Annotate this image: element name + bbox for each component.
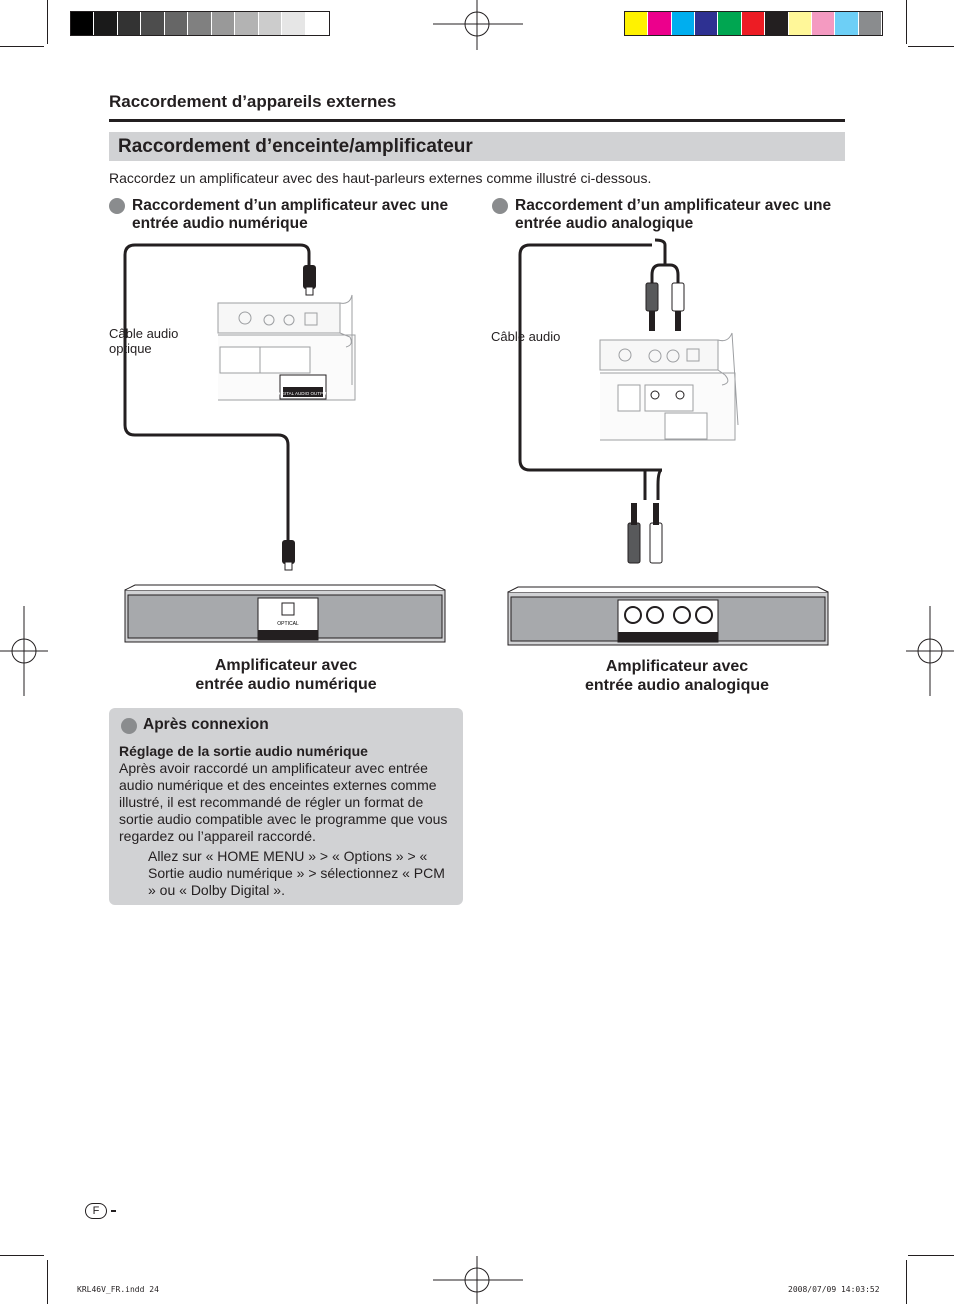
- digital-connection-diagram: DIGITAL AUDIO OUTPUT OPTICAL: [123, 243, 446, 643]
- page-language-marker: F: [85, 1203, 107, 1219]
- rca-plug-white-icon: [671, 282, 685, 331]
- calibration-swatch: [258, 12, 283, 35]
- calibration-swatch: [648, 12, 672, 35]
- intro-text: Raccordez un amplificateur avec des haut…: [109, 170, 652, 186]
- digital-output-port-label-bg: [283, 387, 323, 397]
- print-timestamp: 2008/07/09 14:03:52: [788, 1285, 880, 1294]
- calibration-swatch: [811, 12, 836, 35]
- amp-optical-port-label: OPTICAL: [277, 621, 299, 627]
- calibration-swatch: [625, 12, 649, 35]
- crop-mark: [47, 1260, 48, 1304]
- bullet-icon: [109, 198, 125, 214]
- calibration-swatch: [695, 12, 719, 35]
- bullet-icon: [492, 198, 508, 214]
- calibration-swatch: [282, 12, 306, 35]
- analog-amp-caption: Amplificateur avec entrée audio analogiq…: [547, 657, 807, 695]
- note-subtitle: Réglage de la sortie audio numérique: [119, 743, 368, 759]
- digital-amp-caption-line2: entrée audio numérique: [195, 676, 377, 693]
- digital-amp-caption-line1: Amplificateur avec: [214, 657, 358, 674]
- note-body: Après avoir raccordé un amplificateur av…: [119, 760, 448, 844]
- digital-heading: Raccordement d’un amplificateur avec une…: [132, 197, 449, 232]
- analog-amp-caption-line1: Amplificateur avec: [605, 658, 749, 675]
- optical-plug-icon: [303, 265, 316, 296]
- calibration-swatch: [164, 12, 189, 35]
- calibration-swatch: [211, 12, 236, 35]
- analog-cable-label: Câble audio: [491, 329, 561, 344]
- crop-mark: [906, 1260, 907, 1304]
- optical-cable: [123, 243, 311, 545]
- calibration-swatch: [858, 12, 882, 35]
- section-divider: [109, 119, 845, 122]
- crop-mark: [906, 0, 907, 44]
- page-title: Raccordement d’enceinte/amplificateur: [118, 136, 473, 157]
- calibration-swatch: [741, 12, 766, 35]
- digital-amp-caption: Amplificateur avec entrée audio numériqu…: [156, 656, 416, 694]
- optical-cable-label: Câble audio optique: [109, 326, 179, 356]
- analog-heading: Raccordement d’un amplificateur avec une…: [515, 197, 832, 232]
- crop-mark: [908, 1255, 954, 1256]
- analog-connection-diagram: [507, 238, 829, 646]
- after-connection-note: [109, 708, 463, 905]
- title-band: [109, 132, 845, 161]
- calibration-swatch: [141, 12, 165, 35]
- digital-amplifier: [124, 584, 446, 643]
- rca-plug-red-icon: [645, 282, 659, 331]
- tv-rear-panel: [217, 294, 356, 401]
- grayscale-calibration-strip: [70, 11, 330, 36]
- crop-mark: [47, 0, 48, 44]
- calibration-swatch: [788, 12, 812, 35]
- tv-digital-port-label: DIGITAL AUDIO OUTPUT: [277, 391, 329, 396]
- rca-plug-white-icon: [649, 503, 663, 564]
- crop-mark: [0, 46, 44, 47]
- calibration-swatch: [718, 12, 742, 35]
- file-info: KRL46V_FR.indd 24: [77, 1285, 159, 1294]
- note-steps: Allez sur « HOME MENU » > « Options » > …: [148, 848, 445, 898]
- calibration-swatch: [71, 12, 95, 35]
- section-title: Raccordement d’appareils externes: [109, 92, 397, 111]
- calibration-swatch: [835, 12, 859, 35]
- calibration-swatch: [765, 12, 789, 35]
- analog-amp-caption-line2: entrée audio analogique: [584, 677, 770, 694]
- rca-plug-red-icon: [627, 503, 641, 564]
- calibration-swatch: [188, 12, 212, 35]
- optical-plug-icon: [282, 540, 295, 571]
- bullet-icon: [121, 718, 137, 734]
- calibration-swatch: [117, 12, 142, 35]
- calibration-swatch: [305, 12, 329, 35]
- crop-mark: [908, 46, 954, 47]
- note-title: Après connexion: [143, 716, 269, 733]
- crop-mark: [0, 1255, 44, 1256]
- color-calibration-strip: [624, 11, 883, 36]
- rca-cable: [650, 263, 680, 285]
- calibration-swatch: [671, 12, 696, 35]
- calibration-swatch: [94, 12, 118, 35]
- tv-rear-panel: [599, 332, 739, 441]
- calibration-swatch: [235, 12, 259, 35]
- page-dash: [111, 1210, 116, 1212]
- analog-amplifier: [507, 586, 829, 646]
